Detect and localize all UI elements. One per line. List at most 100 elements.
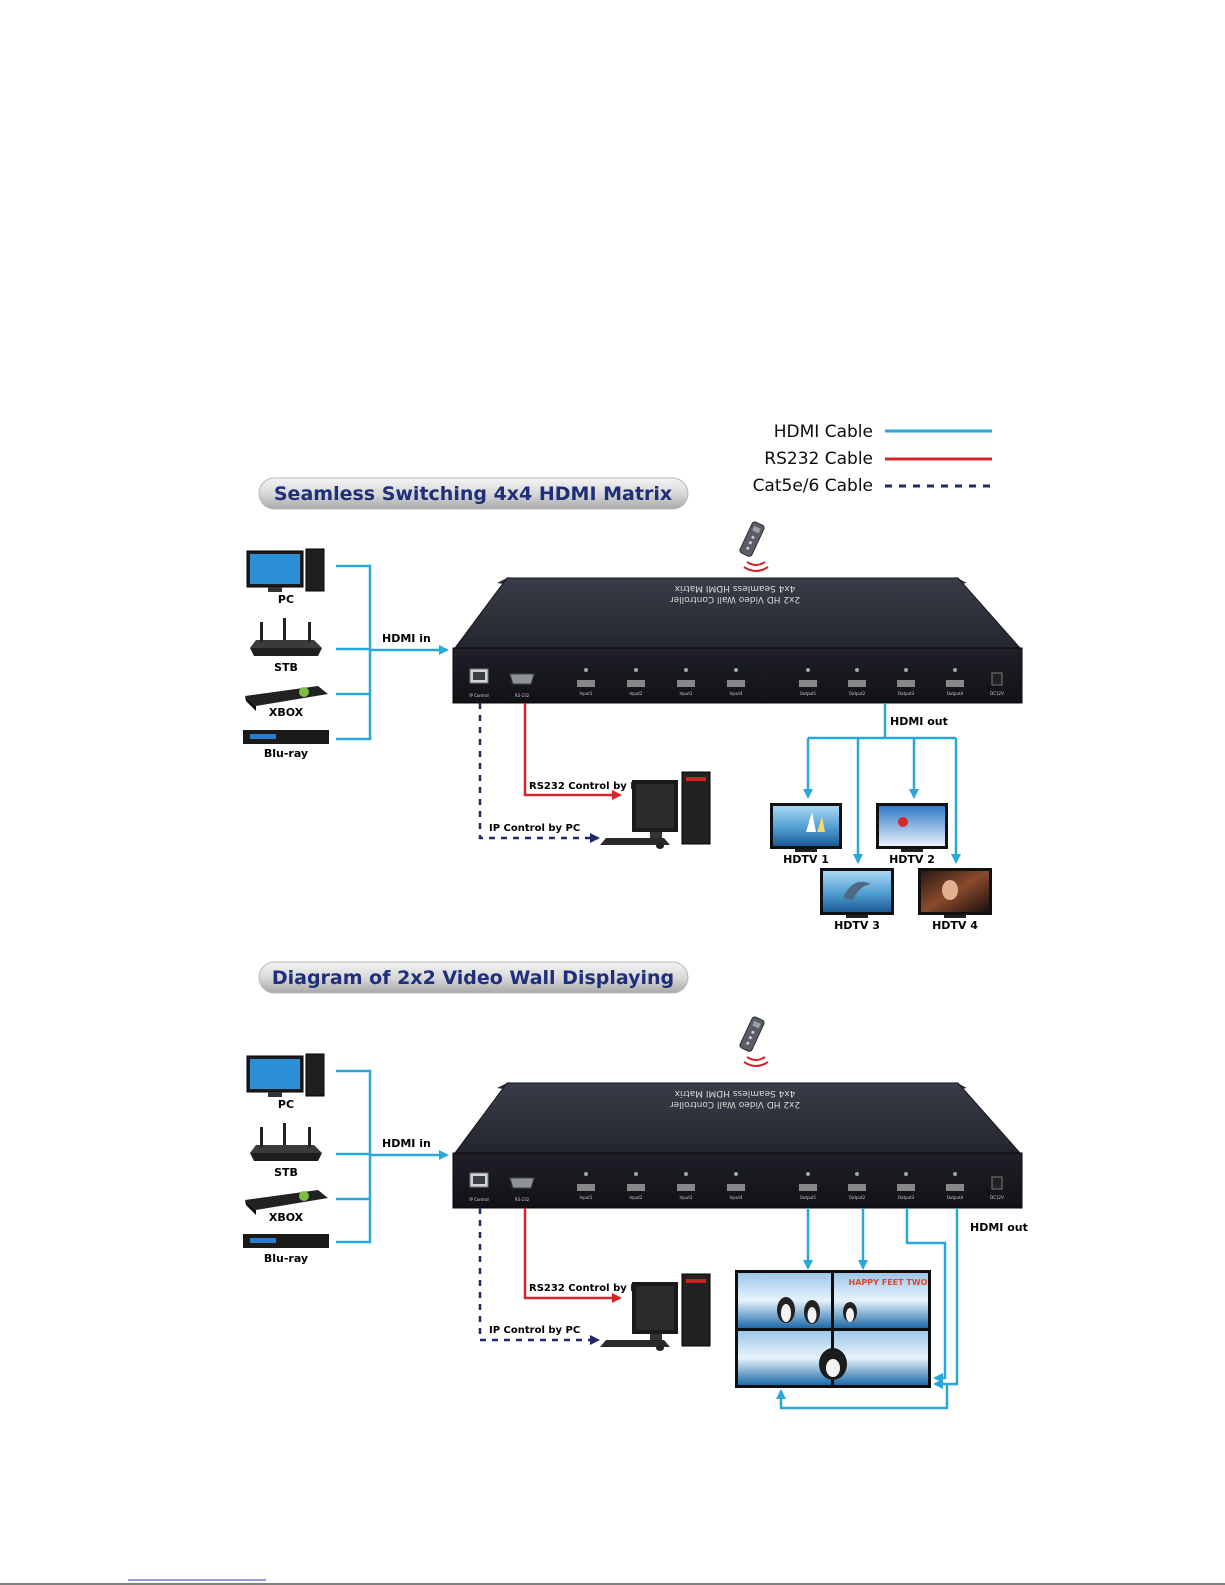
hdmi-in-label: HDMI in xyxy=(382,632,431,645)
hdmi-output-ports: Output1 Output2 Output3 Output4 xyxy=(799,668,964,696)
source-label-bluray: Blu-ray xyxy=(264,747,308,760)
hdmi-port-icon xyxy=(848,1184,866,1191)
hdmi-out-cables xyxy=(776,1208,959,1410)
source-bluray-icon xyxy=(243,1234,329,1248)
source-label-pc: PC xyxy=(278,1098,294,1111)
matrix-device: 4x4 Seamless HDMI Matrix 2x2 HD Video Wa… xyxy=(452,577,1023,704)
source-bluray-icon xyxy=(243,730,329,744)
hdmi-in-label: HDMI in xyxy=(382,1137,431,1150)
source-stb-icon xyxy=(250,618,322,656)
dc-power-port-icon xyxy=(991,1176,1003,1190)
hdmi-port-icon xyxy=(727,680,745,687)
video-wall-2x2: HAPPY FEET TWO xyxy=(735,1270,931,1388)
ip-control-label: IP Control by PC xyxy=(489,1325,580,1336)
port-label-output4: Output4 xyxy=(947,691,964,696)
device-subtitle-2: 2x2 HD Video Wall Controller xyxy=(670,1099,801,1109)
rs232-port-icon xyxy=(509,1177,535,1189)
ip-control-cable xyxy=(478,703,600,843)
device-title-2: 4x4 Seamless HDMI Matrix xyxy=(674,1088,795,1098)
remote-control-icon xyxy=(739,1016,765,1052)
port-label-input2: Input2 xyxy=(630,691,643,696)
section-2: Diagram of 2x2 Video Wall Displaying 4x4… xyxy=(243,961,1028,1410)
source-label-xbox: XBOX xyxy=(269,1211,304,1224)
hdmi-input-ports: Input1 Input2 Input3 Input4 xyxy=(577,1172,745,1200)
port-label-input1: Input1 xyxy=(580,1195,593,1200)
section-1-title-pill xyxy=(258,477,689,510)
hdmi-out-cables xyxy=(803,703,961,864)
ir-signal-icon xyxy=(743,1056,769,1067)
video-wall-panel-4 xyxy=(834,1331,928,1385)
port-label-rs: RS-232 xyxy=(515,1197,530,1202)
port-label-dc: DC12V xyxy=(990,691,1004,696)
section-1-title: Seamless Switching 4x4 HDMI Matrix xyxy=(274,483,672,505)
port-label-output1: Output1 xyxy=(800,691,817,696)
ip-control-label: IP Control by PC xyxy=(489,823,580,834)
rs232-control-cable xyxy=(523,1208,622,1303)
port-label-ip: IP Control xyxy=(469,1197,488,1202)
ir-signal-icon xyxy=(743,561,769,572)
source-label-stb: STB xyxy=(274,1166,298,1179)
hdmi-port-icon xyxy=(577,680,595,687)
hdmi-port-icon xyxy=(946,680,964,687)
hdmi-in-cables xyxy=(336,1069,449,1244)
hdmi-port-icon xyxy=(577,1184,595,1191)
source-label-xbox: XBOX xyxy=(269,706,304,719)
source-label-pc: PC xyxy=(278,593,294,606)
video-wall-panel-3 xyxy=(738,1331,831,1385)
section-2-title-pill xyxy=(258,961,689,994)
port-label-output2: Output2 xyxy=(849,1195,866,1200)
port-label-ip: IP Control xyxy=(469,693,488,698)
port-label-input1: Input1 xyxy=(580,691,593,696)
video-wall-logo-text: HAPPY FEET TWO xyxy=(849,1278,928,1287)
legend: HDMI Cable RS232 Cable Cat5e/6 Cable xyxy=(753,422,992,496)
source-label-stb: STB xyxy=(274,661,298,674)
port-label-output3: Output3 xyxy=(898,691,915,696)
hdmi-port-icon xyxy=(627,680,645,687)
source-pc-icon xyxy=(246,1053,325,1097)
hdmi-port-icon xyxy=(897,1184,915,1191)
hdmi-port-icon xyxy=(897,680,915,687)
legend-cat-label: Cat5e/6 Cable xyxy=(753,476,873,496)
ip-control-cable xyxy=(478,1208,600,1345)
hdmi-port-icon xyxy=(848,680,866,687)
rs232-control-label: RS232 Control by PC xyxy=(529,781,645,792)
tv-label-3: HDTV 3 xyxy=(834,919,880,932)
port-label-input2: Input2 xyxy=(630,1195,643,1200)
hdmi-port-icon xyxy=(946,1184,964,1191)
tv-label-4: HDTV 4 xyxy=(932,919,978,932)
dc-power-port-icon xyxy=(991,672,1003,686)
legend-hdmi-label: HDMI Cable xyxy=(774,422,873,442)
device-subtitle-1: 2x2 HD Video Wall Controller xyxy=(670,594,801,604)
hdmi-port-icon xyxy=(677,1184,695,1191)
hdmi-port-icon xyxy=(627,1184,645,1191)
hdmi-output-ports: Output1 Output2 Output3 Output4 xyxy=(799,1172,964,1200)
tv-3-icon xyxy=(820,868,894,918)
section-2-title: Diagram of 2x2 Video Wall Displaying xyxy=(272,967,674,989)
tv-4-icon xyxy=(918,868,992,918)
hdmi-port-icon xyxy=(677,680,695,687)
source-xbox-icon xyxy=(245,686,328,711)
port-label-input4: Input4 xyxy=(730,691,743,696)
port-label-rs: RS-232 xyxy=(515,693,530,698)
hdmi-port-icon xyxy=(799,680,817,687)
source-stb-icon xyxy=(250,1123,322,1161)
tv-label-2: HDTV 2 xyxy=(889,853,935,866)
tv-1-icon xyxy=(770,803,842,852)
hdmi-out-label: HDMI out xyxy=(970,1221,1028,1234)
port-label-output3: Output3 xyxy=(898,1195,915,1200)
rs232-control-label: RS232 Control by PC xyxy=(529,1283,645,1294)
legend-rs232-label: RS232 Cable xyxy=(764,449,873,469)
section-1: Seamless Switching 4x4 HDMI Matrix 4x4 S… xyxy=(243,477,1023,932)
port-label-input4: Input4 xyxy=(730,1195,743,1200)
port-label-input3: Input3 xyxy=(680,691,693,696)
source-pc-icon xyxy=(246,548,325,592)
hdmi-in-cables xyxy=(336,564,449,741)
hdmi-port-icon xyxy=(799,1184,817,1191)
device-title-1: 4x4 Seamless HDMI Matrix xyxy=(674,583,795,593)
rs232-port-icon xyxy=(509,673,535,685)
tv-label-1: HDTV 1 xyxy=(783,853,829,866)
control-pc-icon xyxy=(600,1273,711,1351)
source-xbox-icon xyxy=(245,1190,328,1215)
port-label-output4: Output4 xyxy=(947,1195,964,1200)
